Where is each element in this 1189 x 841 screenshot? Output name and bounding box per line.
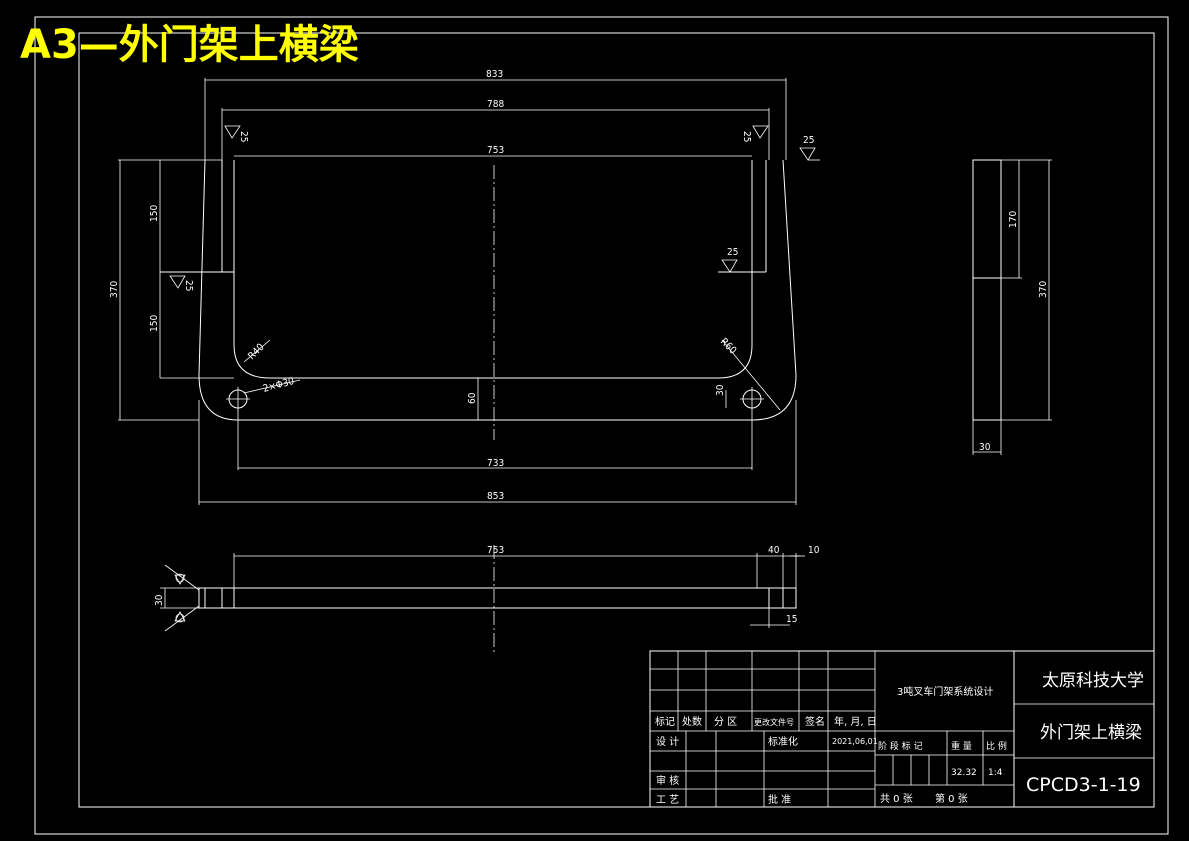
side-dim-30: 30 xyxy=(979,442,991,453)
dim-853: 853 xyxy=(487,491,504,502)
outer-border xyxy=(34,16,1169,835)
svg-text:25: 25 xyxy=(727,247,738,258)
svg-text:2021,06,01: 2021,06,01 xyxy=(832,737,878,746)
dim-753: 753 xyxy=(487,145,504,156)
dim-833: 833 xyxy=(486,69,503,80)
dim-30-hole: 30 xyxy=(715,384,726,396)
svg-text:1:4: 1:4 xyxy=(988,768,1003,778)
svg-text:重 量: 重 量 xyxy=(951,740,972,752)
radius-r60: R60 xyxy=(718,336,738,356)
svg-text:25: 25 xyxy=(803,135,814,146)
title-block: 3吨叉车门架系统设计 太原科技大学 外门架上横梁 CPCD3-1-19 标记 处… xyxy=(649,650,1155,808)
bottom-dim-40: 40 xyxy=(768,545,780,556)
dim-60: 60 xyxy=(467,392,478,404)
inner-border xyxy=(78,32,1155,808)
svg-text:工 艺: 工 艺 xyxy=(656,794,679,806)
svg-text:批 准: 批 准 xyxy=(768,793,791,806)
svg-text:标准化: 标准化 xyxy=(768,735,798,748)
svg-text:32.32: 32.32 xyxy=(951,768,977,778)
dim-150-lower: 150 xyxy=(149,315,160,332)
svg-text:25: 25 xyxy=(741,131,752,142)
hole-note: 2×Φ30 xyxy=(262,376,296,395)
svg-text:设 计: 设 计 xyxy=(656,735,679,748)
svg-text:标记: 标记 xyxy=(655,716,675,728)
dim-733: 733 xyxy=(487,458,504,469)
svg-text:25: 25 xyxy=(238,131,249,142)
bottom-dim-10: 10 xyxy=(808,545,820,556)
side-dim-170: 170 xyxy=(1008,211,1019,228)
project-title: 3吨叉车门架系统设计 xyxy=(897,685,993,698)
svg-text:比 例: 比 例 xyxy=(986,740,1007,752)
side-view: 170 370 30 xyxy=(972,159,1052,455)
drawing-number: CPCD3-1-19 xyxy=(1026,774,1141,796)
dim-150-upper: 150 xyxy=(149,205,160,222)
svg-text:第 0 张: 第 0 张 xyxy=(935,792,968,805)
bottom-view: 30 753 40 10 15 xyxy=(154,545,820,655)
part-name: 外门架上横梁 xyxy=(1040,723,1142,743)
sheet-title: A3—外门架上横梁 xyxy=(20,22,359,68)
svg-text:共 0 张: 共 0 张 xyxy=(880,793,913,805)
university-name: 太原科技大学 xyxy=(1042,671,1144,691)
svg-text:年, 月, 日: 年, 月, 日 xyxy=(834,715,877,728)
svg-text:签名: 签名 xyxy=(805,715,825,728)
svg-text:25: 25 xyxy=(183,280,194,291)
svg-text:审 核: 审 核 xyxy=(656,774,679,787)
bottom-dim-15: 15 xyxy=(786,614,797,625)
radius-r40: R40 xyxy=(246,342,266,362)
svg-text:分 区: 分 区 xyxy=(714,716,737,728)
bottom-dim-30: 30 xyxy=(154,594,165,606)
front-view: 833 788 753 370 150 150 25 25 25 25 25 R… xyxy=(109,69,820,505)
dim-370: 370 xyxy=(109,281,120,298)
svg-text:阶 段 标 记: 阶 段 标 记 xyxy=(878,740,923,752)
bottom-dim-753: 753 xyxy=(487,545,504,556)
svg-text:处数: 处数 xyxy=(682,715,702,728)
svg-text:更改文件号: 更改文件号 xyxy=(754,717,794,727)
dim-788: 788 xyxy=(487,99,504,110)
side-dim-370: 370 xyxy=(1038,281,1049,298)
